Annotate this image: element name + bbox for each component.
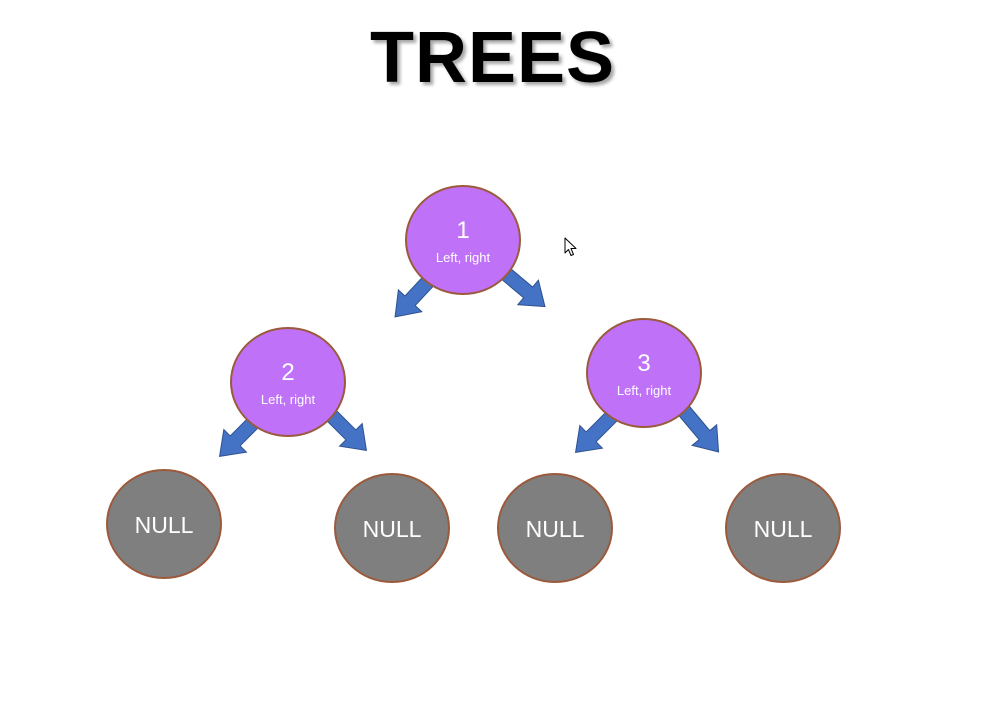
diagram-title: TREES bbox=[370, 18, 616, 98]
tree-node-2: 2 Left, right bbox=[230, 327, 346, 437]
null-label: NULL bbox=[753, 516, 813, 542]
node-value: 2 bbox=[281, 359, 295, 386]
null-node: NULL bbox=[106, 469, 222, 579]
null-node: NULL bbox=[334, 473, 450, 583]
null-label: NULL bbox=[525, 516, 585, 542]
null-node: NULL bbox=[725, 473, 841, 583]
node-value: 3 bbox=[637, 350, 651, 377]
node-label: Left, right bbox=[435, 250, 491, 265]
null-node: NULL bbox=[497, 473, 613, 583]
null-label: NULL bbox=[362, 516, 422, 542]
node-value: 1 bbox=[456, 217, 470, 244]
tree-node-3: 3 Left, right bbox=[586, 318, 702, 428]
null-label: NULL bbox=[134, 512, 194, 538]
tree-node-1: 1 Left, right bbox=[405, 185, 521, 295]
node-label: Left, right bbox=[260, 392, 316, 407]
mouse-pointer-icon bbox=[564, 237, 577, 256]
node-label: Left, right bbox=[616, 383, 672, 398]
